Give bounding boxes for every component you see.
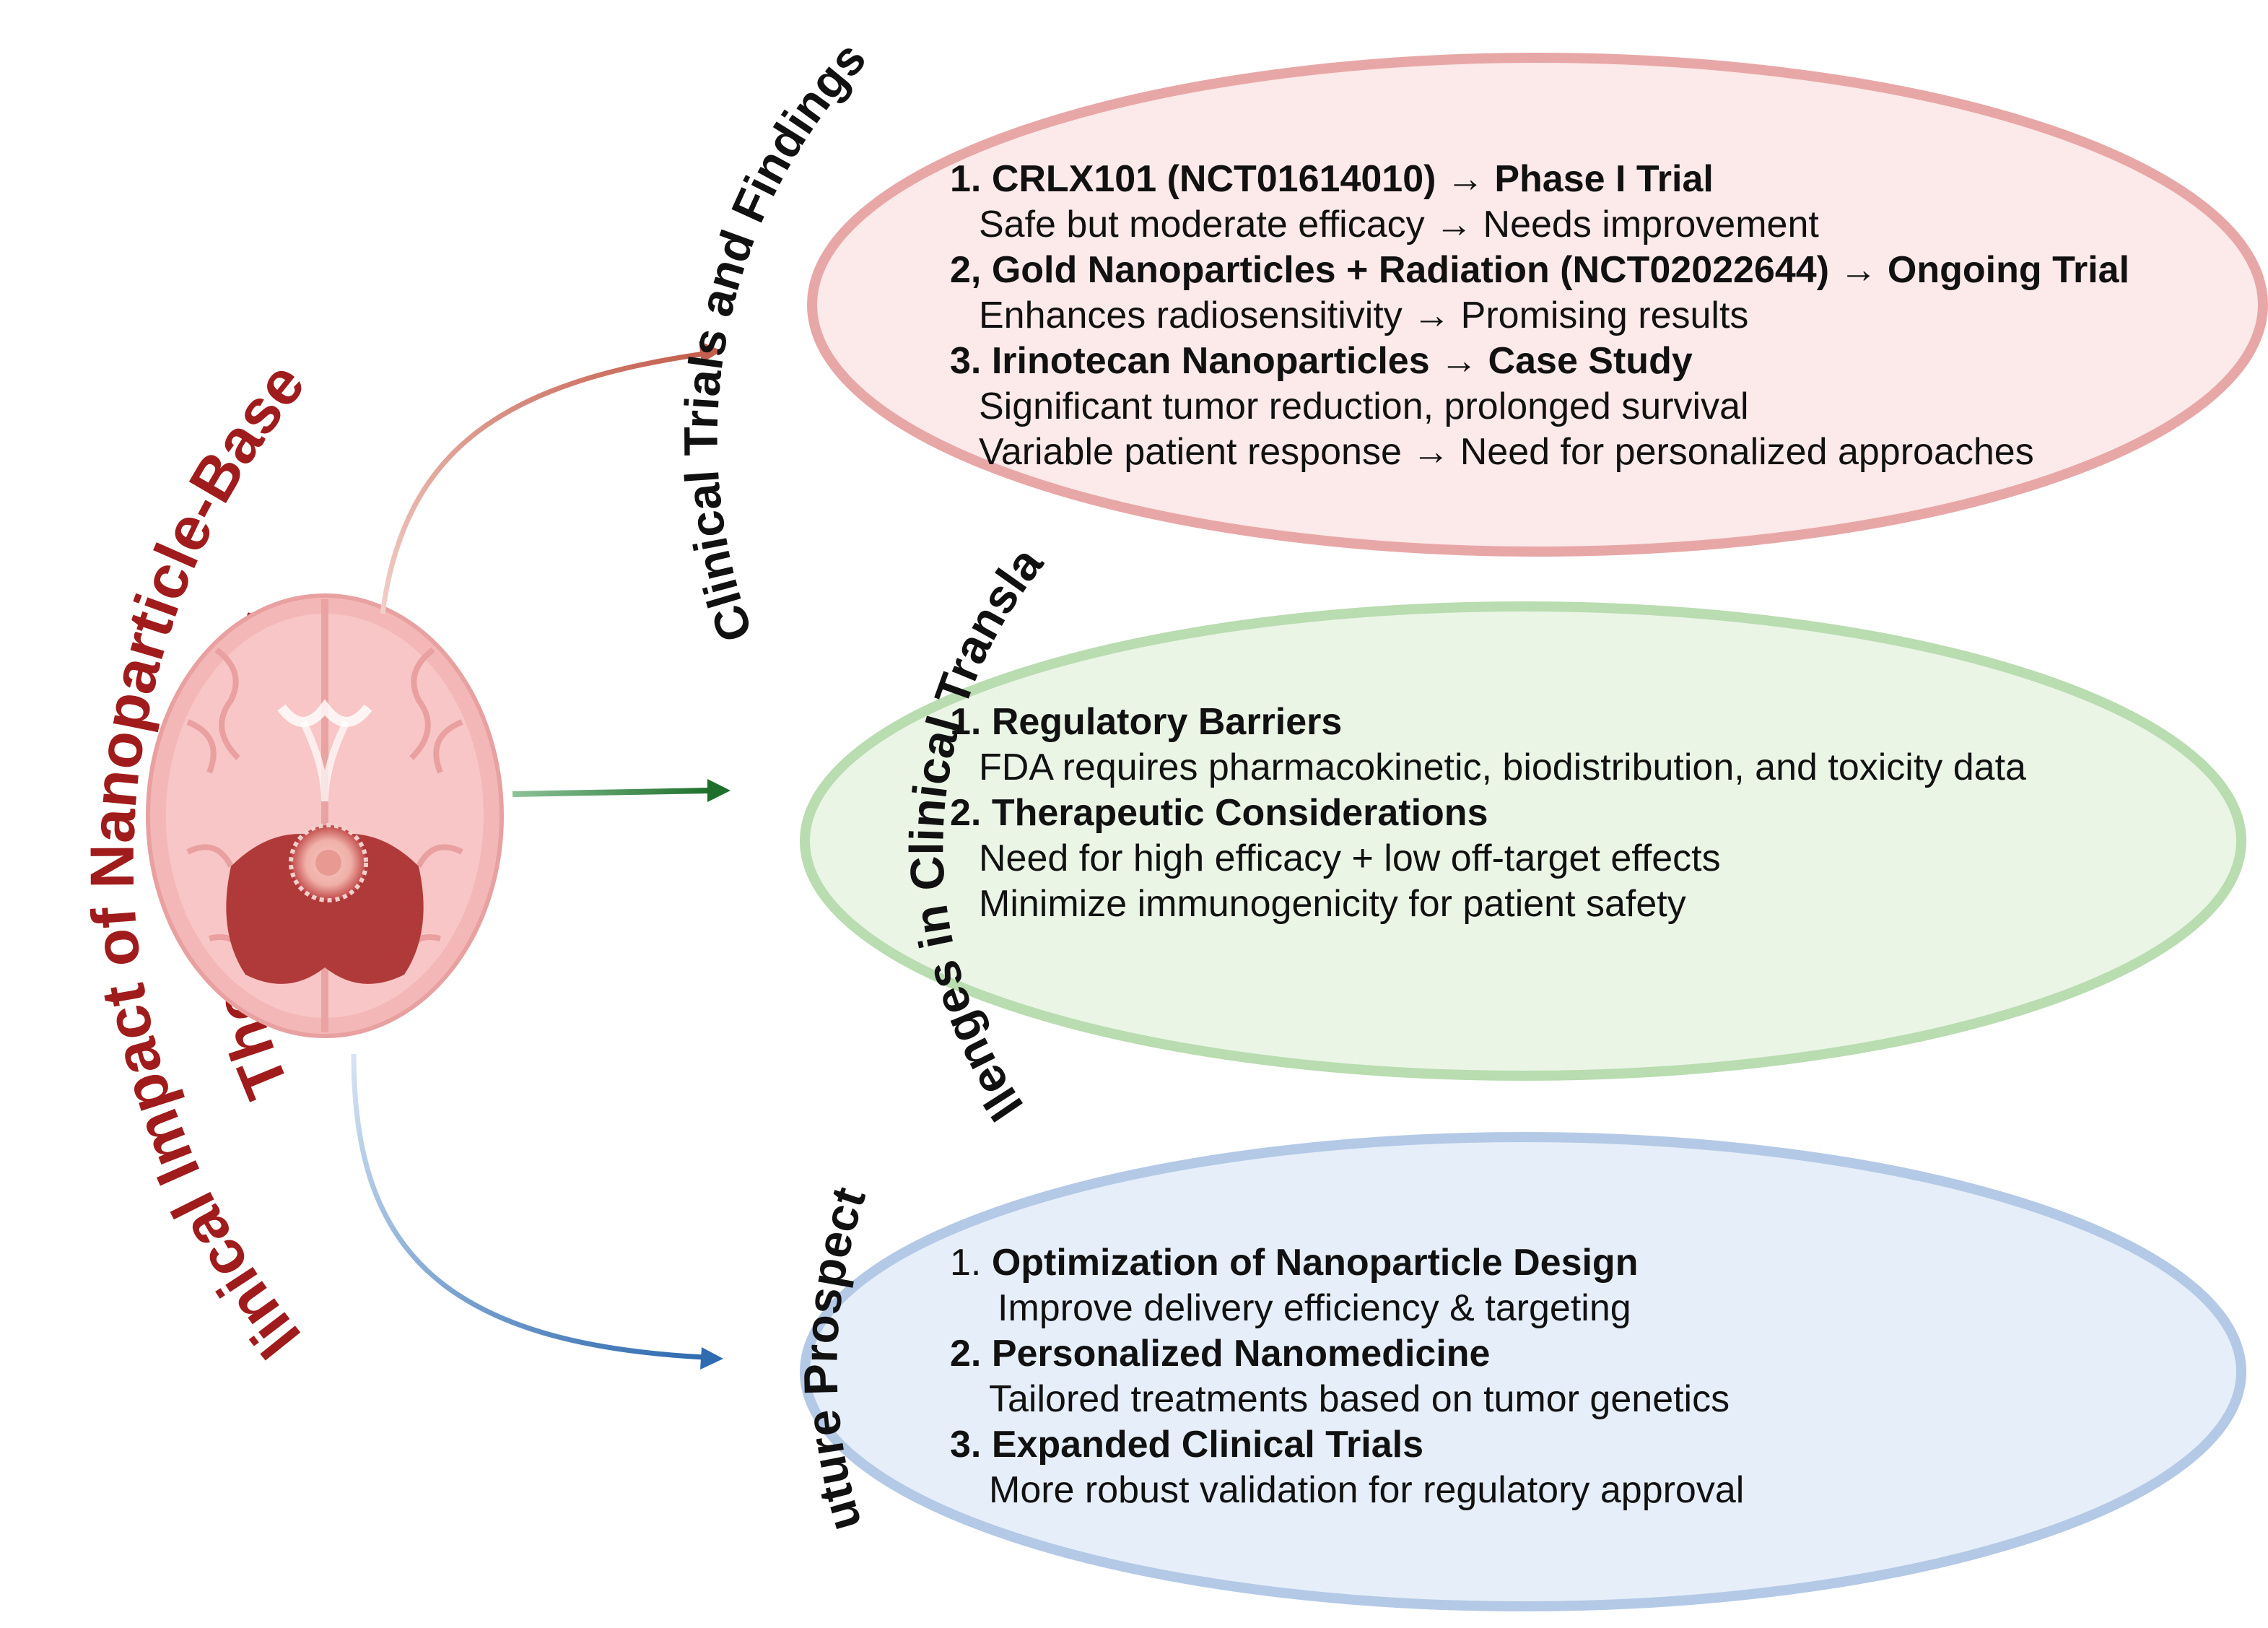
brain-tumor-icon bbox=[146, 593, 504, 1038]
list-item: Variable patient response → Need for per… bbox=[979, 431, 2034, 473]
list-item: Improve delivery efficiency & targeting bbox=[998, 1287, 1631, 1329]
future-prospects-ellipse bbox=[800, 1132, 2246, 1611]
future-prospects-text: 1. Optimization of Nanoparticle Design I… bbox=[950, 1242, 1744, 1511]
list-item: 1. Regulatory Barriers bbox=[950, 701, 1342, 743]
list-item: FDA requires pharmacokinetic, biodistrib… bbox=[979, 746, 2026, 788]
challenges-text: 1. Regulatory Barriers FDA requires phar… bbox=[950, 701, 2026, 925]
list-item: 3. Irinotecan Nanoparticles → Case Study bbox=[950, 340, 1693, 382]
list-item: 1. CRLX101 (NCT01614010) → Phase I Trial bbox=[950, 158, 1714, 200]
list-item: 2. Personalized Nanomedicine bbox=[950, 1333, 1490, 1375]
list-item: Minimize immunogenicity for patient safe… bbox=[979, 883, 1686, 925]
list-item: 2, Gold Nanoparticles + Radiation (NCT02… bbox=[950, 249, 2129, 291]
list-item: Significant tumor reduction, prolonged s… bbox=[979, 386, 1749, 427]
list-item: Enhances radiosensitivity → Promising re… bbox=[979, 295, 1748, 336]
list-item: More robust validation for regulatory ap… bbox=[989, 1469, 1744, 1511]
list-item: 2. Therapeutic Considerations bbox=[950, 792, 1488, 834]
list-item: 3. Expanded Clinical Trials bbox=[950, 1424, 1423, 1466]
list-item: Tailored treatments based on tumor genet… bbox=[989, 1378, 1730, 1420]
challenges-ellipse bbox=[800, 601, 2246, 1081]
list-item: Need for high efficacy + low off-target … bbox=[979, 837, 1721, 879]
list-item: 1. Optimization of Nanoparticle Design bbox=[950, 1242, 1638, 1284]
clinical-trials-ellipse bbox=[807, 53, 2268, 557]
arrow-to-future-prospects bbox=[351, 1053, 723, 1370]
list-item: Safe but moderate efficacy → Needs impro… bbox=[979, 204, 1819, 245]
arrow-to-challenges bbox=[512, 779, 730, 802]
arrow-to-clinical-trials bbox=[380, 341, 722, 614]
clinical-trials-text: 1. CRLX101 (NCT01614010) → Phase I Trial… bbox=[950, 158, 2129, 473]
